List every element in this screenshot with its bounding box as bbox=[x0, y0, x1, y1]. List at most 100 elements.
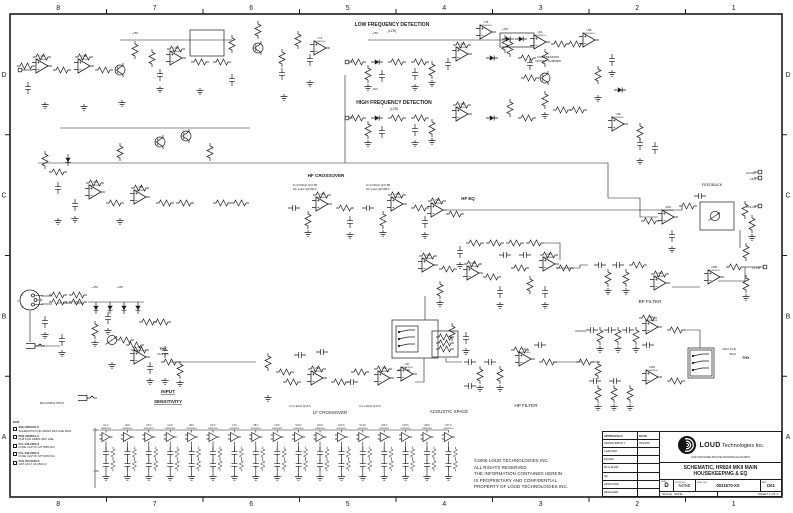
ground-symbol bbox=[428, 79, 436, 87]
resistor-symbol bbox=[175, 199, 195, 207]
capacitor-symbol bbox=[252, 446, 260, 460]
ground-symbol bbox=[187, 473, 196, 481]
capacitor-symbol bbox=[378, 69, 386, 83]
opamp-symbol bbox=[309, 40, 331, 56]
opamp-symbol bbox=[641, 319, 663, 335]
component-box bbox=[189, 29, 225, 57]
diode-symbol bbox=[135, 301, 141, 315]
resistor-symbol bbox=[594, 384, 602, 404]
capacitor-symbol bbox=[498, 251, 512, 259]
ground-symbol bbox=[411, 83, 419, 91]
transistor-symbol bbox=[252, 40, 264, 56]
ground-symbol bbox=[102, 473, 110, 481]
ground-symbol bbox=[496, 384, 504, 392]
resistor-symbol bbox=[428, 118, 436, 138]
schematic-label: 20Hz (Full) bbox=[722, 347, 736, 351]
opamp-partno: NJM4580G bbox=[612, 117, 623, 119]
ground-symbol bbox=[209, 473, 217, 481]
resistor-symbol bbox=[506, 98, 514, 118]
schematic-label: FEEDBACK bbox=[702, 183, 723, 187]
ground-symbol bbox=[346, 231, 354, 239]
capacitor-symbol bbox=[421, 215, 429, 229]
ground-symbol bbox=[632, 345, 640, 353]
resistor-symbol bbox=[206, 142, 214, 162]
ground-symbol bbox=[456, 261, 464, 269]
capacitor-symbol bbox=[156, 68, 164, 82]
opamp-symbol bbox=[649, 275, 671, 291]
schematic-label: HF EQ bbox=[461, 196, 475, 201]
resistor-symbol bbox=[367, 446, 373, 460]
opamp-partno: NJM4580G bbox=[583, 33, 594, 35]
resistor-symbol bbox=[153, 446, 159, 460]
opamp-partno: NJM4580G bbox=[401, 367, 412, 369]
ground-symbol bbox=[280, 93, 288, 101]
resistor-symbol bbox=[575, 358, 595, 366]
band-opamp-partno: NJM4580G bbox=[101, 428, 112, 430]
company-name: LOUD Technologies Inc. bbox=[699, 441, 765, 449]
resistor-symbol bbox=[510, 264, 530, 272]
resistor-symbol bbox=[304, 210, 312, 230]
capacitor-symbol bbox=[293, 351, 307, 359]
grid-row-label-left: B bbox=[2, 313, 7, 320]
resistor-symbol bbox=[303, 446, 308, 460]
band-opamp-refdes: U1:C bbox=[103, 425, 109, 427]
resistor-symbol bbox=[410, 458, 415, 472]
capacitor-symbol bbox=[641, 341, 655, 349]
opamp-symbol bbox=[84, 184, 106, 200]
resistor-symbol bbox=[742, 242, 750, 262]
resistor-symbol bbox=[160, 358, 180, 366]
opamp-symbol bbox=[227, 432, 242, 442]
opamp-partno: NJM4580G bbox=[646, 320, 657, 322]
ground-symbol bbox=[54, 217, 62, 225]
band-opamp-partno: NJM4580G bbox=[379, 428, 390, 430]
scale-label: SCALE bbox=[662, 492, 672, 496]
ground-symbol bbox=[176, 379, 184, 387]
sheet-number: SHEET 1 OF 3 bbox=[758, 492, 778, 496]
approval-role: CHECKED bbox=[603, 448, 638, 456]
grid-row-label-left: D bbox=[1, 72, 6, 79]
resistor-symbol bbox=[350, 368, 370, 376]
ground-symbol bbox=[626, 403, 634, 411]
grid-col-label-bottom: 1 bbox=[732, 501, 736, 508]
dwg-no-label: DWG. NO. bbox=[697, 481, 708, 484]
band-opamp-partno: NJM4580G bbox=[229, 428, 240, 430]
resistor-symbol bbox=[367, 458, 373, 472]
capacitor-symbol bbox=[54, 181, 62, 195]
grid-col-label-bottom: 8 bbox=[56, 501, 60, 508]
capacitor-symbol bbox=[636, 137, 644, 151]
capacitor-symbol bbox=[316, 446, 324, 460]
resistor-symbol bbox=[435, 339, 455, 347]
resistor-symbol bbox=[453, 458, 458, 472]
capacitor-symbol bbox=[231, 458, 238, 472]
grid-col-label-top: 2 bbox=[635, 5, 639, 12]
capacitor-symbol bbox=[124, 458, 131, 472]
capacitor-symbol bbox=[287, 204, 301, 212]
grid-col-label-top: 1 bbox=[732, 5, 736, 12]
grid-col-label-top: 4 bbox=[442, 5, 446, 12]
resistor-symbol bbox=[410, 446, 415, 460]
opamp-partno: NJM4580G bbox=[708, 270, 719, 272]
opamp-symbol bbox=[129, 189, 151, 205]
drawing-title: SCHEMATIC, HR824 MKII MAIN HOUSEKEEPING … bbox=[660, 463, 781, 480]
grid-col-label-bottom: 3 bbox=[539, 501, 543, 508]
opamp-partno: NJM4580G bbox=[89, 185, 100, 187]
band-opamp-partno: NJM4580G bbox=[336, 428, 347, 430]
ecn-header: ECN bbox=[13, 420, 20, 424]
schematic-label: (LZR) bbox=[390, 107, 398, 111]
opamp-partno: NJM4580G bbox=[378, 371, 389, 373]
opamp-symbol bbox=[657, 209, 679, 225]
resistor-symbol bbox=[153, 458, 159, 472]
band-opamp-refdes: U12:C bbox=[338, 425, 345, 427]
opamp-symbol bbox=[641, 369, 663, 385]
resistor-symbol bbox=[482, 273, 502, 281]
phone-jack-symbol bbox=[77, 395, 98, 401]
opamp-refdes: U6A bbox=[315, 367, 320, 370]
opamp-refdes: U7A bbox=[318, 37, 323, 40]
opamp-symbol bbox=[165, 50, 187, 66]
resistor-symbol bbox=[212, 58, 232, 66]
diode-symbol bbox=[485, 55, 499, 61]
transistor-symbol bbox=[114, 62, 126, 78]
